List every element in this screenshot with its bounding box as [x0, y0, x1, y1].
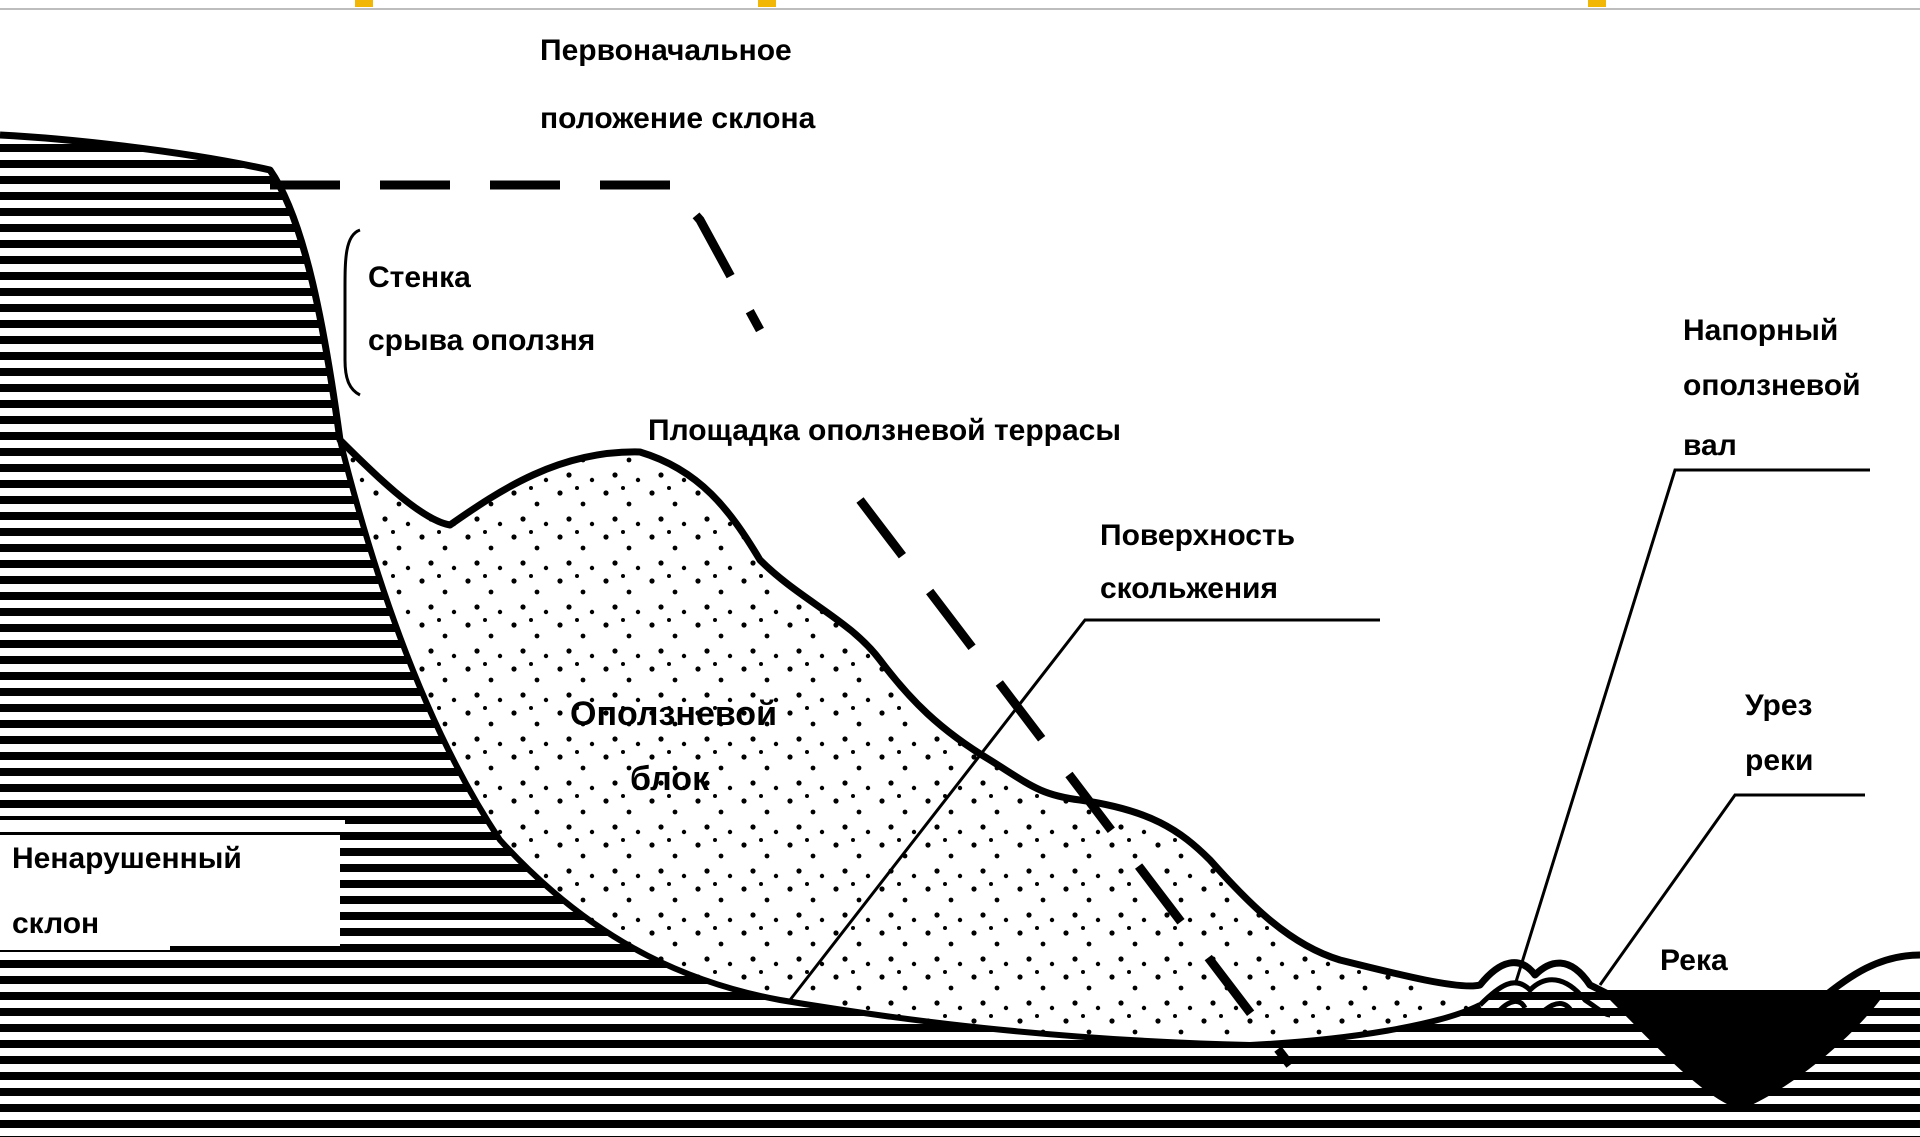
- label-water-edge-line1: Урез: [1745, 689, 1812, 722]
- label-sliding-surface-line1: Поверхность: [1100, 519, 1295, 552]
- label-water-edge-line2: реки: [1745, 744, 1813, 777]
- undisturbed-label-gap-right: [0, 820, 345, 825]
- label-wall-line2: срыва оползня: [368, 324, 595, 357]
- label-block-line2: блок: [630, 760, 710, 798]
- label-terrace: Площадка оползневой террасы: [648, 414, 1121, 447]
- label-original-slope-line1: Первоначальное: [540, 34, 792, 67]
- label-ridge-line3: вал: [1683, 429, 1737, 462]
- label-river: Река: [1660, 944, 1728, 977]
- label-ridge-line1: Напорный: [1683, 314, 1838, 347]
- leader-water-edge: [1600, 795, 1865, 985]
- river-waterline: [1600, 990, 1880, 1000]
- label-block-line1: Оползневой: [570, 695, 777, 733]
- label-sliding-surface-line2: скольжения: [1100, 572, 1278, 605]
- label-wall-line1: Стенка: [368, 261, 471, 294]
- wall-bracket: [345, 230, 360, 395]
- label-undisturbed-line2: склон: [12, 907, 99, 940]
- label-original-slope-line2: положение склона: [540, 102, 816, 135]
- leader-pressure-ridge: [1515, 470, 1870, 985]
- label-ridge-line2: оползневой: [1683, 369, 1861, 402]
- label-undisturbed-line1: Ненарушенный: [12, 842, 242, 875]
